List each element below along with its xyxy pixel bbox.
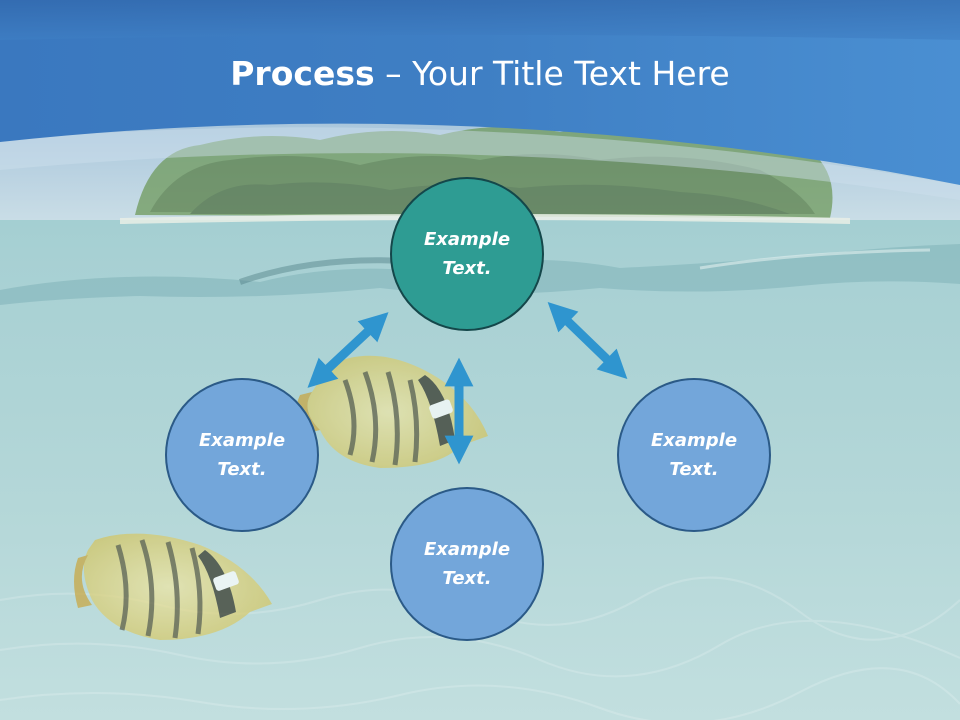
node-right-line2: Text. xyxy=(669,459,719,480)
node-left-line1: Example xyxy=(198,430,286,451)
node-top-line1: Example xyxy=(423,229,511,250)
title-bold: Process xyxy=(230,54,375,93)
node-bottom-line1: Example xyxy=(423,539,511,560)
node-top-line2: Text. xyxy=(442,258,492,279)
node-right-line1: Example xyxy=(650,430,738,451)
slide-title: Process – Your Title Text Here xyxy=(0,52,960,96)
title-rest: – Your Title Text Here xyxy=(374,54,730,93)
node-bottom-line2: Text. xyxy=(442,568,492,589)
node-left-line2: Text. xyxy=(217,459,267,480)
